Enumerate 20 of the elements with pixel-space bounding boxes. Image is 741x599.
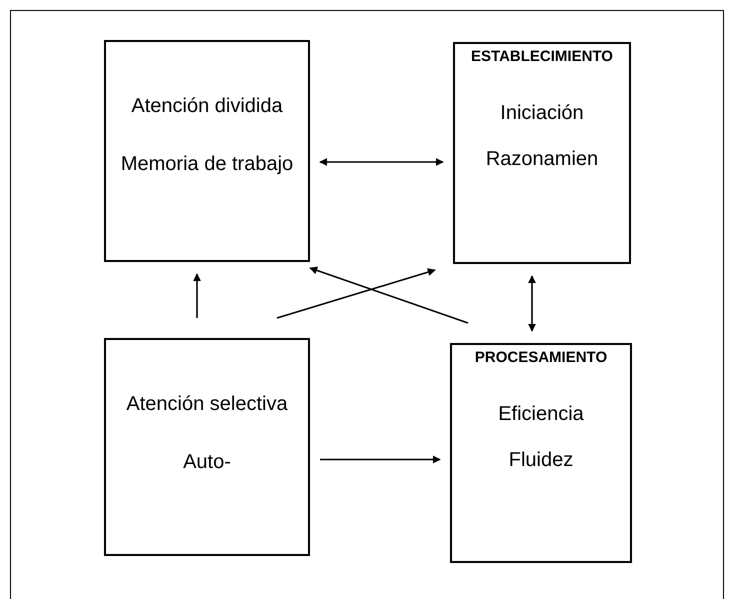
arrow xyxy=(319,158,444,166)
box-text: Atención dividida xyxy=(131,94,283,118)
box-text: Fluidez xyxy=(508,448,574,472)
box-heading: ESTABLECIMIENTO xyxy=(471,48,613,65)
box-heading: PROCESAMIENTO xyxy=(474,349,608,366)
box-text: Eficiencia xyxy=(498,402,584,426)
box-text: Auto- xyxy=(183,450,231,474)
concept-box xyxy=(104,40,310,262)
arrow xyxy=(193,273,201,318)
box-text: Memoria de trabajo xyxy=(120,152,294,176)
arrow xyxy=(309,266,468,324)
arrow xyxy=(320,456,441,464)
box-text: Iniciación xyxy=(500,101,584,125)
arrow xyxy=(528,275,536,332)
arrow xyxy=(276,268,436,319)
box-text: Atención selectiva xyxy=(126,392,288,416)
concept-box xyxy=(450,343,632,563)
box-text: Razonamien xyxy=(486,147,598,171)
concept-box xyxy=(104,338,310,556)
concept-box xyxy=(453,42,631,264)
